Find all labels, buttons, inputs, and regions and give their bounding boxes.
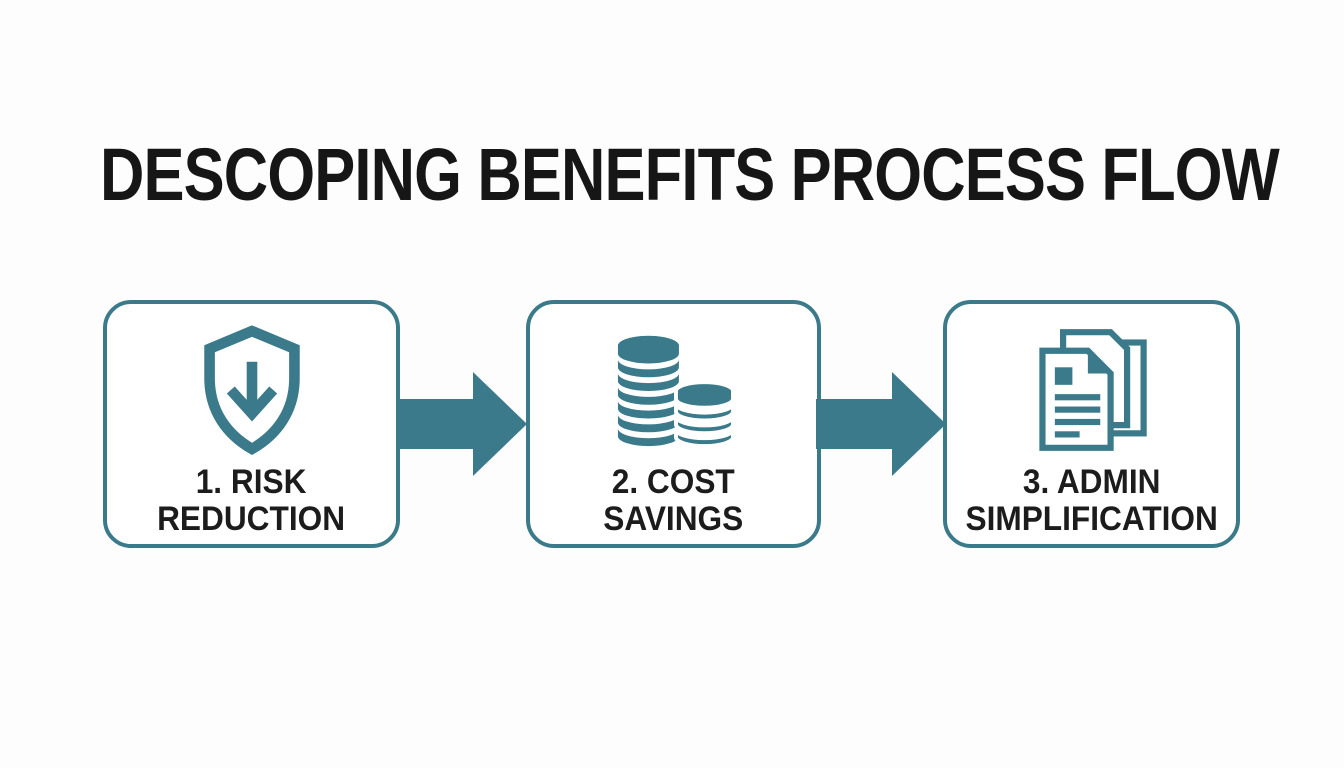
step-label-line: 3. ADMIN bbox=[1022, 463, 1161, 501]
page-title: DESCOPING BENEFITS PROCESS FLOW bbox=[100, 133, 1280, 216]
step-label: 1. RISK REDUCTION bbox=[158, 464, 346, 538]
step-label-line: SIMPLIFICATION bbox=[965, 500, 1218, 538]
step-box-cost-savings: 2. COST SAVINGS bbox=[526, 300, 821, 548]
step-label-line: 2. COST bbox=[611, 463, 735, 501]
step-label-line: 1. RISK bbox=[196, 463, 307, 501]
coin-stacks-svg bbox=[617, 335, 735, 449]
coin-stacks-icon bbox=[609, 316, 739, 464]
step-label-line: SAVINGS bbox=[603, 500, 744, 538]
flow-arrow-icon bbox=[816, 372, 946, 476]
step-label: 3. ADMIN SIMPLIFICATION bbox=[965, 464, 1217, 538]
documents-svg bbox=[1038, 329, 1147, 451]
step-label-line: REDUCTION bbox=[157, 500, 346, 538]
shield-down-arrow-svg bbox=[203, 325, 300, 456]
step-box-admin-simplification: 3. ADMIN SIMPLIFICATION bbox=[943, 300, 1240, 548]
step-label: 2. COST SAVINGS bbox=[604, 464, 744, 538]
shield-down-arrow-icon bbox=[193, 316, 311, 464]
flow-arrow-icon bbox=[397, 372, 527, 476]
documents-icon bbox=[1030, 316, 1154, 464]
step-box-risk-reduction: 1. RISK REDUCTION bbox=[103, 300, 400, 548]
